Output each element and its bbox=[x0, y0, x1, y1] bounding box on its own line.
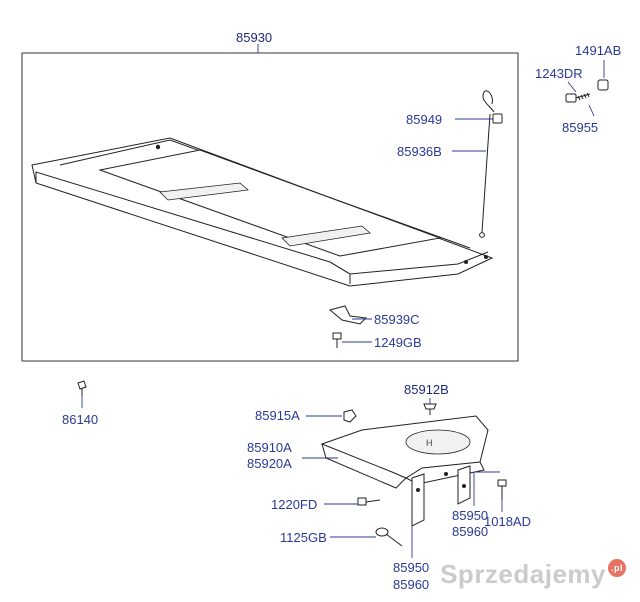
label-85960-a: 85960 bbox=[452, 524, 488, 539]
label-1018AD: 1018AD bbox=[484, 514, 531, 529]
clip-85949 bbox=[492, 113, 503, 124]
screw-1243DR bbox=[565, 92, 591, 103]
label-85950-a: 85950 bbox=[452, 508, 488, 523]
label-85950-b: 85950 bbox=[393, 560, 429, 575]
label-1125GB: 1125GB bbox=[280, 530, 327, 545]
assembly-frame bbox=[21, 52, 519, 362]
watermark-text: Sprzedajemy bbox=[440, 559, 606, 589]
label-86140: 86140 bbox=[62, 412, 98, 427]
parcel-shelf-panel bbox=[31, 137, 494, 287]
bolt-1018AD bbox=[497, 479, 507, 500]
clip-85912B bbox=[423, 403, 437, 415]
clip-86140 bbox=[77, 380, 87, 396]
svg-text:H: H bbox=[426, 438, 433, 448]
label-85955: 85955 bbox=[562, 120, 598, 135]
label-85910A: 85910A bbox=[247, 440, 292, 455]
bolt-1220FD bbox=[357, 497, 381, 506]
nut-1491AB bbox=[597, 79, 609, 91]
label-1491AB: 1491AB bbox=[575, 43, 621, 58]
nut-85915A bbox=[343, 409, 357, 423]
bracket-85910A: H bbox=[320, 415, 489, 527]
label-85915A: 85915A bbox=[255, 408, 300, 423]
label-1243DR: 1243DR bbox=[535, 66, 583, 81]
label-1220FD: 1220FD bbox=[271, 497, 317, 512]
label-85936B: 85936B bbox=[397, 144, 442, 159]
bracket-85939C bbox=[328, 305, 368, 325]
watermark-logo: Sprzedajemy.pl bbox=[440, 559, 626, 590]
label-assembly: 85930 bbox=[236, 30, 272, 45]
watermark-badge: .pl bbox=[608, 559, 626, 577]
bolt-1249GB bbox=[332, 332, 342, 348]
label-85920A: 85920A bbox=[247, 456, 292, 471]
label-85960-b: 85960 bbox=[393, 577, 429, 592]
label-85939C: 85939C bbox=[374, 312, 420, 327]
label-85912B: 85912B bbox=[404, 382, 449, 397]
label-85949: 85949 bbox=[406, 112, 442, 127]
strap-85936B bbox=[479, 90, 495, 238]
bolt-1125GB bbox=[375, 527, 403, 547]
label-1249GB: 1249GB bbox=[374, 335, 422, 350]
